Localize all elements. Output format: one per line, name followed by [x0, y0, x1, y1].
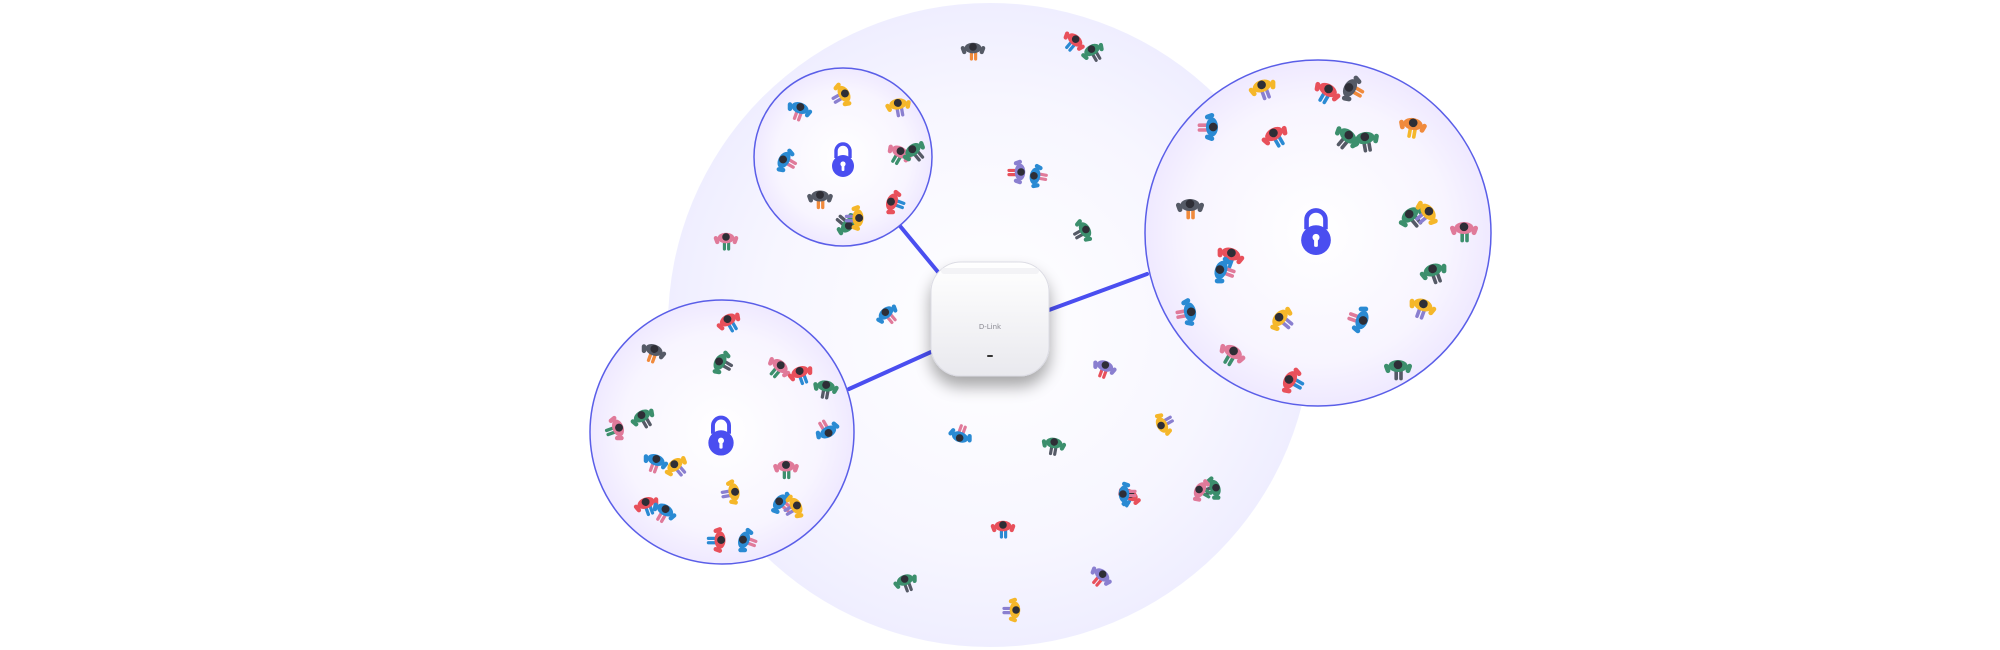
person-icon: [630, 408, 655, 429]
person-icon: [1351, 131, 1379, 153]
connection-line: [847, 350, 933, 391]
person-icon: [773, 460, 799, 480]
person-icon: [948, 424, 972, 443]
person-icon: [787, 102, 813, 122]
person-icon: [776, 148, 798, 173]
person-icon: [1383, 360, 1413, 381]
person-icon: [720, 479, 740, 505]
person-icon: [604, 415, 624, 441]
connection-line: [898, 224, 940, 274]
person-icon: [1214, 256, 1236, 284]
person-icon: [1154, 413, 1174, 436]
person-icon: [1347, 306, 1369, 334]
person-icon: [1449, 222, 1479, 243]
person-icon: [902, 141, 925, 162]
person-icon: [1399, 117, 1427, 139]
person-icon: [1090, 566, 1112, 587]
person-icon: [1270, 306, 1294, 332]
person-icon: [713, 232, 739, 251]
connection-lines: [847, 224, 1149, 391]
person-icon: [664, 456, 687, 477]
person-icon: [768, 357, 791, 379]
person-icon: [1197, 112, 1219, 142]
person-icon: [1081, 42, 1104, 62]
person-icon: [1202, 476, 1221, 500]
person-icon: [738, 527, 758, 553]
person-icon: [1248, 79, 1276, 101]
person-icon: [1093, 360, 1117, 379]
person-icon: [1419, 263, 1447, 285]
person-icon: [1073, 219, 1093, 242]
lock-icon: [708, 415, 734, 456]
person-icon: [1175, 199, 1205, 220]
access-point[interactable]: [930, 261, 1050, 377]
person-icon: [643, 454, 669, 474]
person-icon: [1118, 481, 1137, 507]
person-icon: [885, 98, 911, 118]
person-icon: [712, 350, 734, 375]
person-icon: [652, 502, 677, 524]
person-icon: [1175, 298, 1197, 326]
person-icon: [1192, 479, 1213, 502]
person-icon: [1409, 298, 1437, 320]
person-icon: [893, 574, 917, 593]
person-icon: [1219, 343, 1246, 367]
access-point-face: D-Link: [941, 268, 1039, 357]
person-icon: [787, 366, 813, 386]
person-icon: [844, 205, 864, 231]
person-icon: [641, 344, 667, 364]
person-icon: [1002, 597, 1021, 623]
person-icon: [1029, 163, 1048, 189]
person-icon: [771, 491, 793, 514]
person-icon: [886, 189, 906, 215]
person-icon: [1314, 81, 1341, 105]
lock-icon: [832, 142, 854, 177]
person-icon: [1415, 200, 1438, 226]
lock-icons: [708, 142, 1331, 456]
person-icon: [1281, 367, 1305, 394]
person-icon: [831, 82, 852, 107]
person-icon: [1261, 125, 1288, 148]
person-icon: [1041, 437, 1067, 456]
person-icon: [990, 520, 1016, 539]
person-icon: [807, 190, 833, 210]
people-layer: [604, 31, 1479, 623]
access-point-brand: D-Link: [979, 323, 1002, 331]
person-icon: [815, 419, 840, 440]
person-icon: [716, 312, 741, 333]
access-point-led: [987, 355, 993, 357]
person-icon: [1063, 31, 1085, 52]
connection-line: [1047, 272, 1149, 312]
person-icon: [876, 304, 898, 325]
person-icon: [1007, 159, 1026, 185]
lock-icon: [1301, 208, 1331, 255]
person-icon: [706, 527, 726, 553]
person-icon: [813, 380, 839, 400]
person-icon: [1341, 75, 1365, 102]
person-icon: [960, 42, 986, 61]
person-icon: [783, 494, 804, 519]
